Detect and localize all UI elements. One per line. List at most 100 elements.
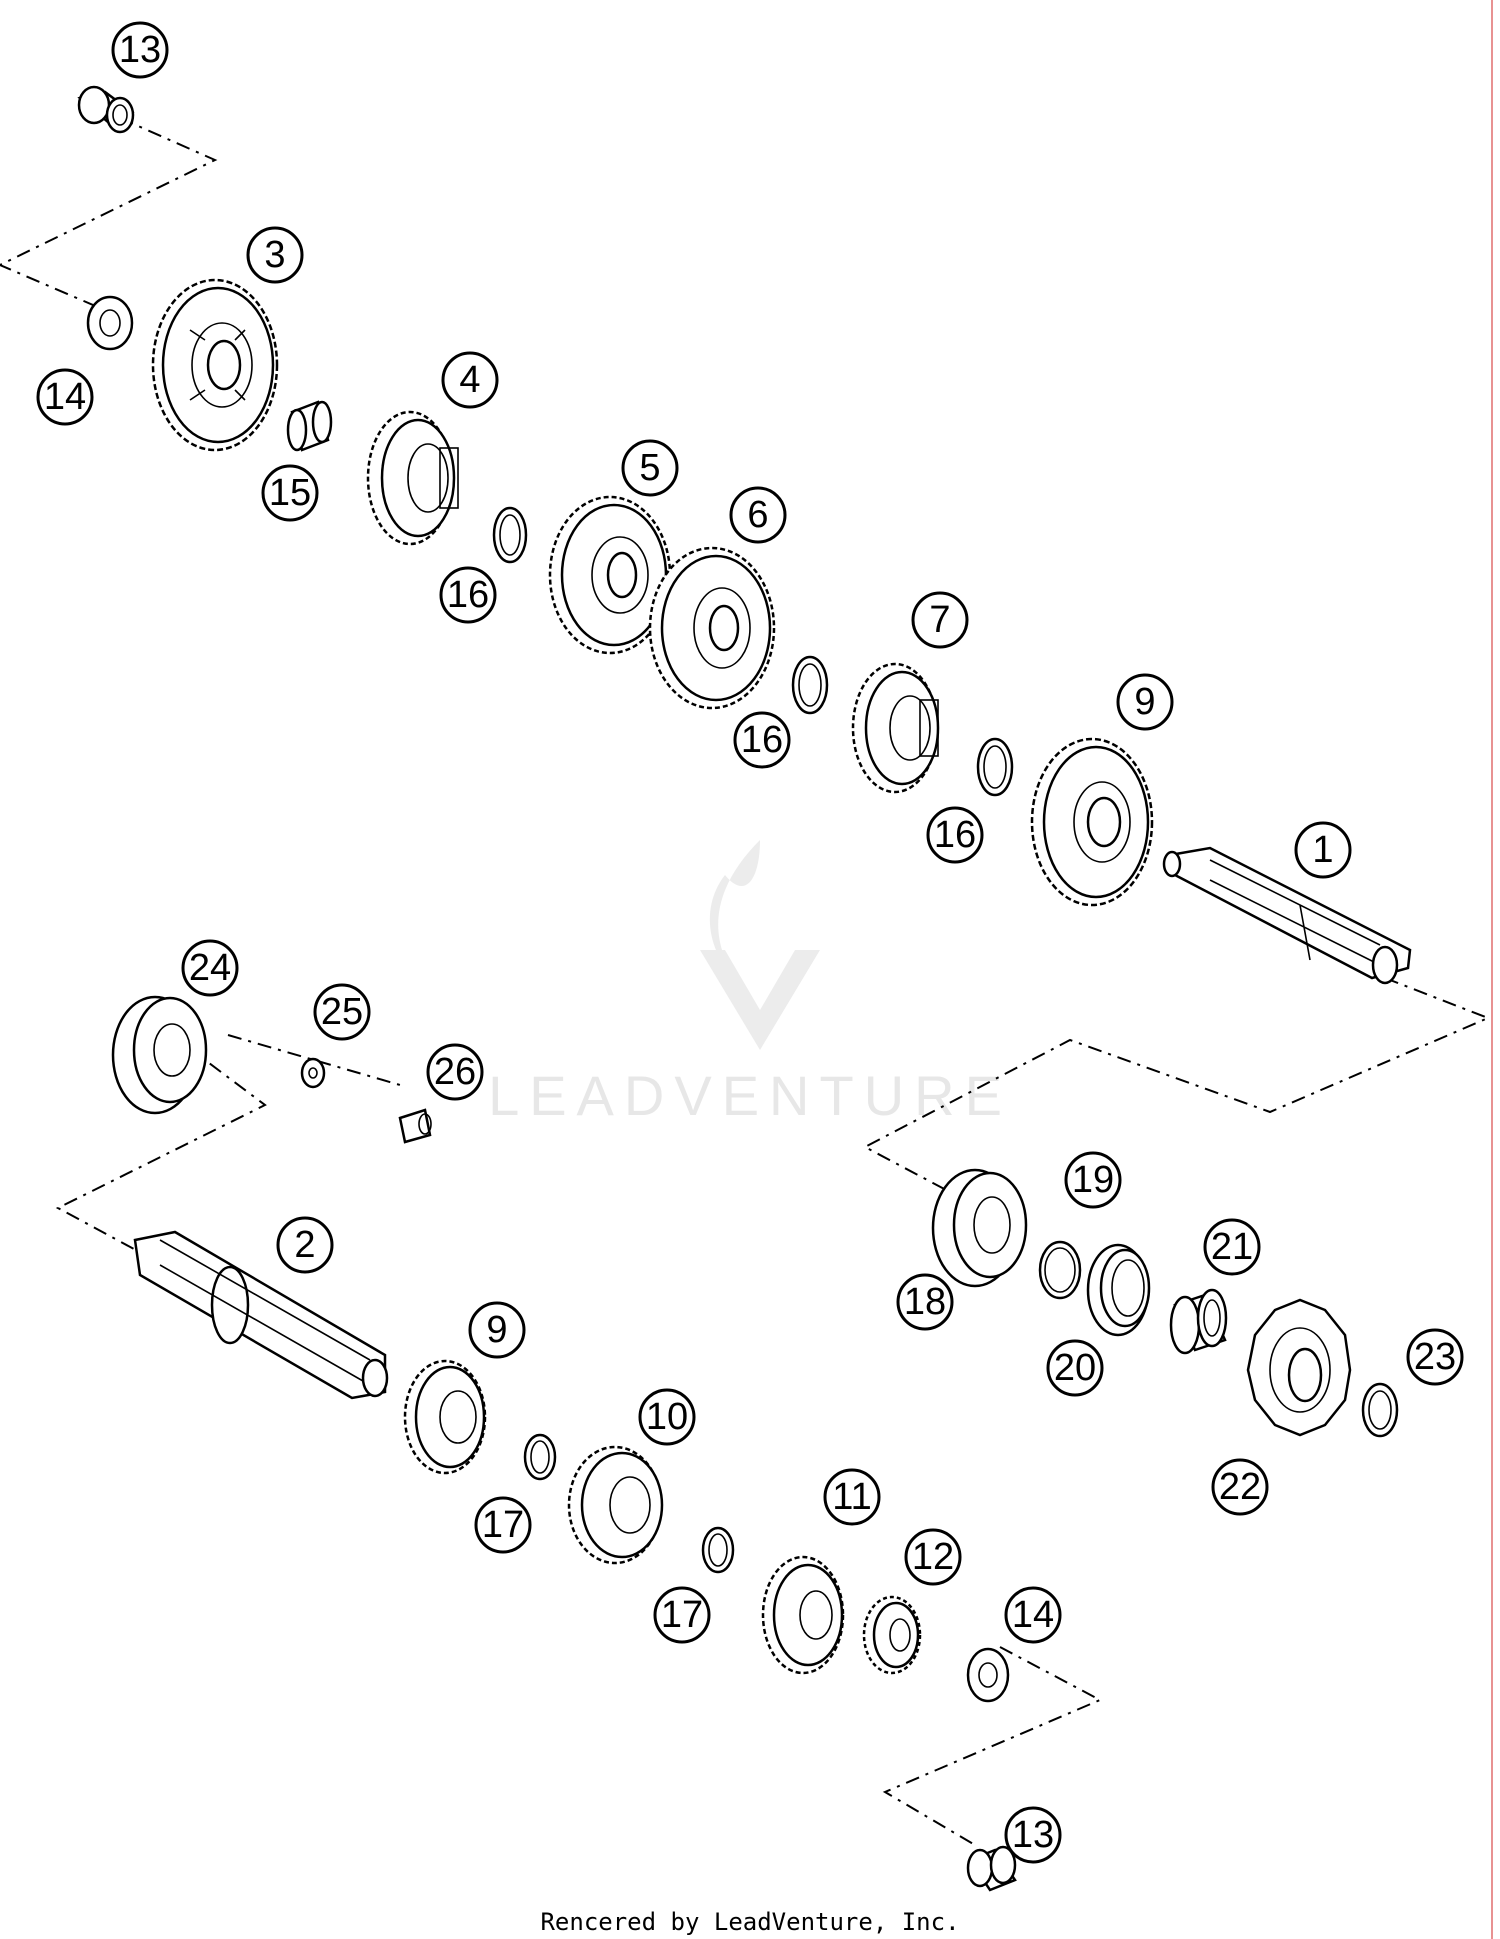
callout-16-c: 16 xyxy=(926,806,984,864)
svg-text:18: 18 xyxy=(904,1281,946,1323)
svg-text:16: 16 xyxy=(934,814,976,856)
callout-23: 23 xyxy=(1406,1328,1464,1386)
svg-text:4: 4 xyxy=(459,359,480,401)
part-1-main-shaft xyxy=(1162,846,1412,985)
part-10-gear xyxy=(567,1445,664,1565)
callout-9: 9 xyxy=(468,1301,526,1359)
svg-text:9: 9 xyxy=(1134,681,1155,723)
part-2-countershaft xyxy=(133,1230,389,1400)
svg-text:16: 16 xyxy=(741,719,783,761)
svg-text:9: 9 xyxy=(486,1309,507,1351)
callout-14-bottom: 14 xyxy=(1004,1586,1062,1644)
svg-text:11: 11 xyxy=(832,1476,871,1518)
callout-19: 19 xyxy=(1064,1151,1122,1209)
callout-7: 7 xyxy=(911,591,969,649)
leader-lines xyxy=(0,117,1491,1846)
callout-16-a: 16 xyxy=(439,566,497,624)
part-21-bushing xyxy=(1169,1288,1228,1355)
part-16-circlip-a xyxy=(492,506,528,564)
callout-14-top: 14 xyxy=(36,368,94,426)
part-15-bushing xyxy=(286,400,333,452)
svg-text:19: 19 xyxy=(1072,1159,1114,1201)
part-8-gear xyxy=(1030,737,1154,907)
svg-text:22: 22 xyxy=(1219,1466,1261,1508)
part-17-circlip-b xyxy=(701,1526,735,1574)
v-logo-icon xyxy=(700,950,820,1050)
flame-logo-icon xyxy=(709,840,760,985)
part-16-circlip-b xyxy=(791,655,829,715)
svg-text:26: 26 xyxy=(434,1051,476,1093)
svg-text:20: 20 xyxy=(1054,1347,1096,1389)
svg-text:2: 2 xyxy=(294,1224,315,1266)
svg-text:7: 7 xyxy=(929,599,950,641)
callout-10: 10 xyxy=(638,1388,696,1446)
callout-24: 24 xyxy=(181,939,239,997)
part-16-circlip-c xyxy=(976,737,1014,797)
part-17-circlip-a xyxy=(523,1433,557,1481)
svg-text:1: 1 xyxy=(1312,829,1333,871)
part-3-gear xyxy=(151,278,279,452)
part-4-gear xyxy=(366,410,459,546)
svg-text:12: 12 xyxy=(912,1536,954,1578)
part-14-washer-top xyxy=(86,295,134,351)
svg-text:21: 21 xyxy=(1211,1226,1253,1268)
leadventure-watermark: LEADVENTURE xyxy=(488,840,1012,1127)
callout-25: 25 xyxy=(313,983,371,1041)
part-11-gear xyxy=(761,1555,845,1675)
svg-text:3: 3 xyxy=(264,234,285,276)
render-credit: Rencered by LeadVenture, Inc. xyxy=(540,1908,959,1936)
svg-text:10: 10 xyxy=(646,1396,688,1438)
svg-text:25: 25 xyxy=(321,991,363,1033)
callout-17-a: 17 xyxy=(474,1496,532,1554)
callout-8: 9 xyxy=(1116,673,1174,731)
part-23-circlip xyxy=(1361,1382,1399,1438)
callout-18: 18 xyxy=(896,1273,954,1331)
svg-text:17: 17 xyxy=(482,1504,524,1546)
svg-text:6: 6 xyxy=(747,494,768,536)
part-13-bushing-bottom xyxy=(966,1845,1017,1892)
callout-17-b: 17 xyxy=(653,1586,711,1644)
watermark-text: LEADVENTURE xyxy=(488,1064,1012,1127)
part-6-gear xyxy=(648,546,776,710)
callout-15: 15 xyxy=(261,464,319,522)
svg-text:5: 5 xyxy=(639,447,660,489)
part-19-ring xyxy=(1038,1240,1082,1300)
svg-text:16: 16 xyxy=(447,574,489,616)
part-5-gear xyxy=(548,495,672,655)
callout-1: 1 xyxy=(1294,821,1352,879)
callout-26: 26 xyxy=(426,1043,484,1101)
callout-20: 20 xyxy=(1046,1339,1104,1397)
callout-11: 11 xyxy=(823,1468,881,1526)
part-22-sprocket xyxy=(1246,1298,1352,1437)
part-7-gear xyxy=(851,662,940,794)
part-20-seal xyxy=(1086,1243,1151,1337)
svg-text:13: 13 xyxy=(119,29,161,71)
svg-text:14: 14 xyxy=(1012,1594,1054,1636)
callout-22: 22 xyxy=(1211,1458,1269,1516)
part-12-gear xyxy=(862,1595,922,1675)
callout-12: 12 xyxy=(904,1528,962,1586)
callout-16-b: 16 xyxy=(733,711,791,769)
callout-4: 4 xyxy=(441,351,499,409)
part-18-bearing xyxy=(931,1168,1028,1288)
part-25-washer xyxy=(300,1057,326,1089)
svg-text:17: 17 xyxy=(661,1594,703,1636)
svg-text:14: 14 xyxy=(44,376,86,418)
part-9-gear xyxy=(403,1359,487,1475)
part-14-washer-bottom xyxy=(966,1647,1010,1703)
svg-text:13: 13 xyxy=(1012,1814,1054,1856)
callout-13-top: 13 xyxy=(111,21,169,79)
part-24-bearing xyxy=(111,995,208,1115)
callout-13-bottom: 13 xyxy=(1004,1806,1062,1864)
callout-21: 21 xyxy=(1203,1218,1261,1276)
svg-text:24: 24 xyxy=(189,947,231,989)
callout-3: 3 xyxy=(246,226,304,284)
svg-text:23: 23 xyxy=(1414,1336,1456,1378)
part-13-bushing-top xyxy=(77,85,135,134)
part-26-bolt xyxy=(398,1108,432,1144)
callout-5: 5 xyxy=(621,439,679,497)
svg-text:15: 15 xyxy=(269,472,311,514)
callout-2: 2 xyxy=(276,1216,334,1274)
callout-6: 6 xyxy=(729,486,787,544)
